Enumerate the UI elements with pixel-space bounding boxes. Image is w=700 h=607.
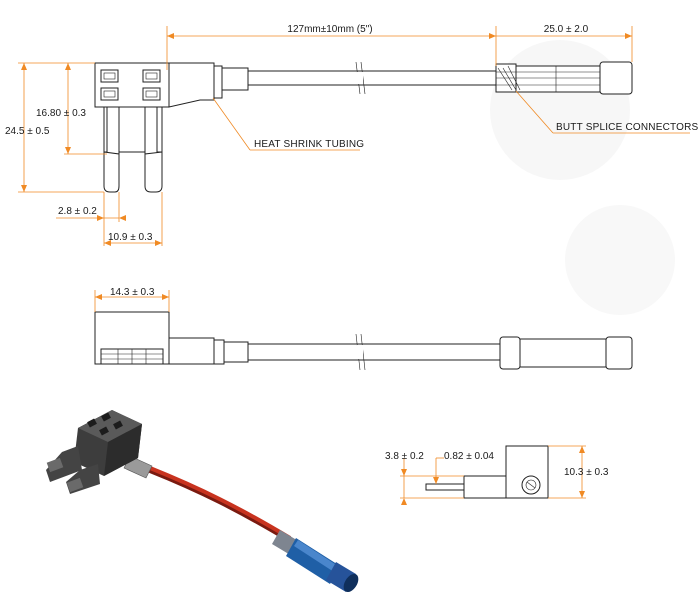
dim-length: 127mm±10mm (5"): [166, 24, 497, 70]
end-view: 3.8 ± 0.2 0.82 ± 0.04 10.3 ± 0.3: [385, 445, 609, 505]
dim-body-height: 16.80 ± 0.3: [36, 63, 107, 155]
dim-length-label: 127mm±10mm (5"): [287, 24, 372, 35]
dim-blade-thickness-label: 0.82 ± 0.04: [444, 451, 494, 462]
heat-shrink-top: [213, 65, 249, 99]
side-view: 14.3 ± 0.3: [94, 287, 633, 371]
wire-top: [248, 61, 496, 95]
red-wire-shadow: [148, 467, 292, 543]
dim-body-width: 14.3 ± 0.3: [94, 287, 170, 312]
top-view: 127mm±10mm (5") 25.0 ± 2.0 24.5 ± 0.5 16…: [5, 24, 699, 246]
end-view-body: [425, 445, 549, 499]
blue-butt-connector-icon: [272, 530, 359, 593]
dim-body-width-label: 14.3 ± 0.3: [110, 287, 155, 298]
dim-body-depth: 10.3 ± 0.3: [548, 445, 609, 499]
dim-butt-length-label: 25.0 ± 2.0: [544, 24, 589, 35]
fuse-tap-body-side: [94, 311, 215, 365]
product-render: [46, 410, 359, 593]
fuse-tap-body-icon: [46, 410, 142, 494]
watermark-circle-mid: [565, 205, 675, 315]
dim-blade-thickness: 0.82 ± 0.04: [433, 451, 494, 484]
dim-body-depth-label: 10.3 ± 0.3: [564, 467, 609, 478]
dim-total-height-label: 24.5 ± 0.5: [5, 126, 50, 137]
callout-heat-shrink: HEAT SHRINK TUBING: [212, 97, 364, 151]
dim-blade-height-label: 3.8 ± 0.2: [385, 451, 424, 462]
dim-body-height-label: 16.80 ± 0.3: [36, 108, 86, 119]
dim-butt-length: 25.0 ± 2.0: [496, 24, 633, 62]
dim-blade-width-label: 2.8 ± 0.2: [58, 206, 97, 217]
callout-heat-shrink-label: HEAT SHRINK TUBING: [254, 139, 364, 150]
dim-blade-span: 10.9 ± 0.3: [104, 192, 163, 246]
callout-butt-splice-label: BUTT SPLICE CONNECTORS: [556, 122, 699, 133]
dim-blade-span-label: 10.9 ± 0.3: [108, 232, 153, 243]
red-wire-icon: [149, 466, 292, 540]
butt-splice-side: [499, 336, 633, 370]
dim-total-height: 24.5 ± 0.5: [5, 62, 104, 193]
dim-blade-width: 2.8 ± 0.2: [56, 192, 126, 246]
dim-blade-height: 3.8 ± 0.2: [385, 451, 464, 505]
callout-butt-splice: BUTT SPLICE CONNECTORS: [515, 90, 699, 134]
watermark-circle-top: [490, 40, 630, 180]
wire-side: [248, 333, 500, 371]
fuse-tap-body-top: [94, 62, 215, 193]
heat-shrink-side: [213, 339, 249, 365]
butt-splice-top: [495, 61, 633, 95]
